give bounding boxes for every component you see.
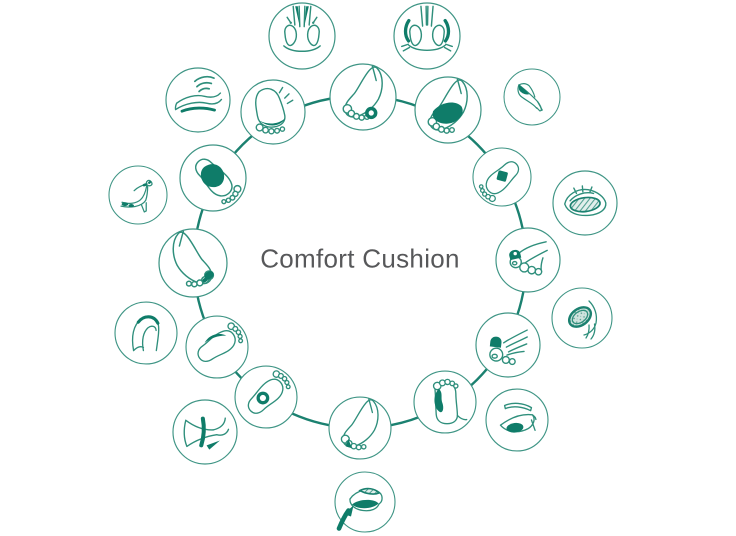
- strappy-heel-pads: [108, 165, 168, 225]
- arch-waves-icon: [174, 75, 223, 113]
- foot-forefoot-pad-icon: [427, 78, 468, 134]
- heel-cup: [114, 301, 178, 365]
- arch-strap-icon: [183, 416, 230, 450]
- adhesive-square-pad: [472, 147, 532, 207]
- metatarsal-pad: [179, 144, 247, 212]
- toe-sleeve-application-circle: [475, 312, 541, 378]
- bunion-shield-icon: [432, 378, 468, 425]
- heel-wedge-pads: [268, 2, 336, 70]
- heel-side-pads: [393, 2, 461, 70]
- high-heel-seat-pad: [485, 388, 549, 452]
- sole-ring-pad-icon: [247, 370, 291, 414]
- forefoot-cover-pad: [414, 76, 482, 144]
- sole-crescent-pad-icon: [197, 322, 244, 363]
- foot-toe-ring-icon: [342, 65, 383, 121]
- toe-ring-cushion: [329, 63, 397, 131]
- gel-heel-insert: [551, 287, 613, 349]
- hand-toe-sleeve-icon: [489, 329, 528, 366]
- ball-of-foot-cushion: [185, 315, 249, 379]
- insole-arrow-icon: [336, 487, 383, 531]
- big-toe-nail-pad: [158, 228, 228, 298]
- high-heel-toe-cushion: [503, 68, 561, 126]
- shoe-insole-icon: [564, 185, 607, 217]
- big-toe-protector-cap-circle: [495, 227, 561, 293]
- toe-separator: [328, 396, 392, 460]
- toes-nail-pad-icon: [172, 230, 215, 288]
- heel-cup-icon: [131, 315, 160, 352]
- arch-strap: [172, 399, 238, 465]
- arch-comfort-waves: [165, 67, 231, 133]
- heels-wedge-icon: [283, 5, 321, 52]
- diagram-title: Comfort Cushion: [260, 243, 460, 274]
- forefoot-crescent-pad: [240, 79, 306, 145]
- shoe-insole: [552, 170, 618, 236]
- gel-pad-icon: [567, 300, 598, 340]
- bunion-shield: [413, 370, 477, 434]
- high-heel-toe-cushion-circle: [503, 68, 561, 126]
- big-toe-protector-cap: [495, 227, 561, 293]
- corn-ring-pad: [234, 365, 298, 429]
- pump-seat-pad-icon: [499, 402, 537, 433]
- toe-sleeve-application: [475, 312, 541, 378]
- toe-separator-icon: [340, 398, 379, 451]
- high-heel-seat-pad-circle: [485, 388, 549, 452]
- strappy-pump-icon: [120, 179, 153, 213]
- heel-wedge-pads-circle: [268, 2, 336, 70]
- strappy-heel-pads-circle: [108, 165, 168, 225]
- heels-side-pads-icon: [400, 5, 454, 52]
- insole-with-arrow: [334, 471, 396, 533]
- heel-side-pads-circle: [393, 2, 461, 70]
- sole-square-pad-icon: [478, 161, 520, 203]
- pump-toe-cushion-icon: [517, 83, 543, 112]
- heel-cup-circle: [114, 301, 178, 365]
- foot-ball-crescent-icon: [255, 86, 294, 135]
- sole-metatarsal-pad-icon: [194, 158, 242, 205]
- big-toe-cap-icon: [509, 241, 548, 276]
- arch-comfort-waves-circle: [165, 67, 231, 133]
